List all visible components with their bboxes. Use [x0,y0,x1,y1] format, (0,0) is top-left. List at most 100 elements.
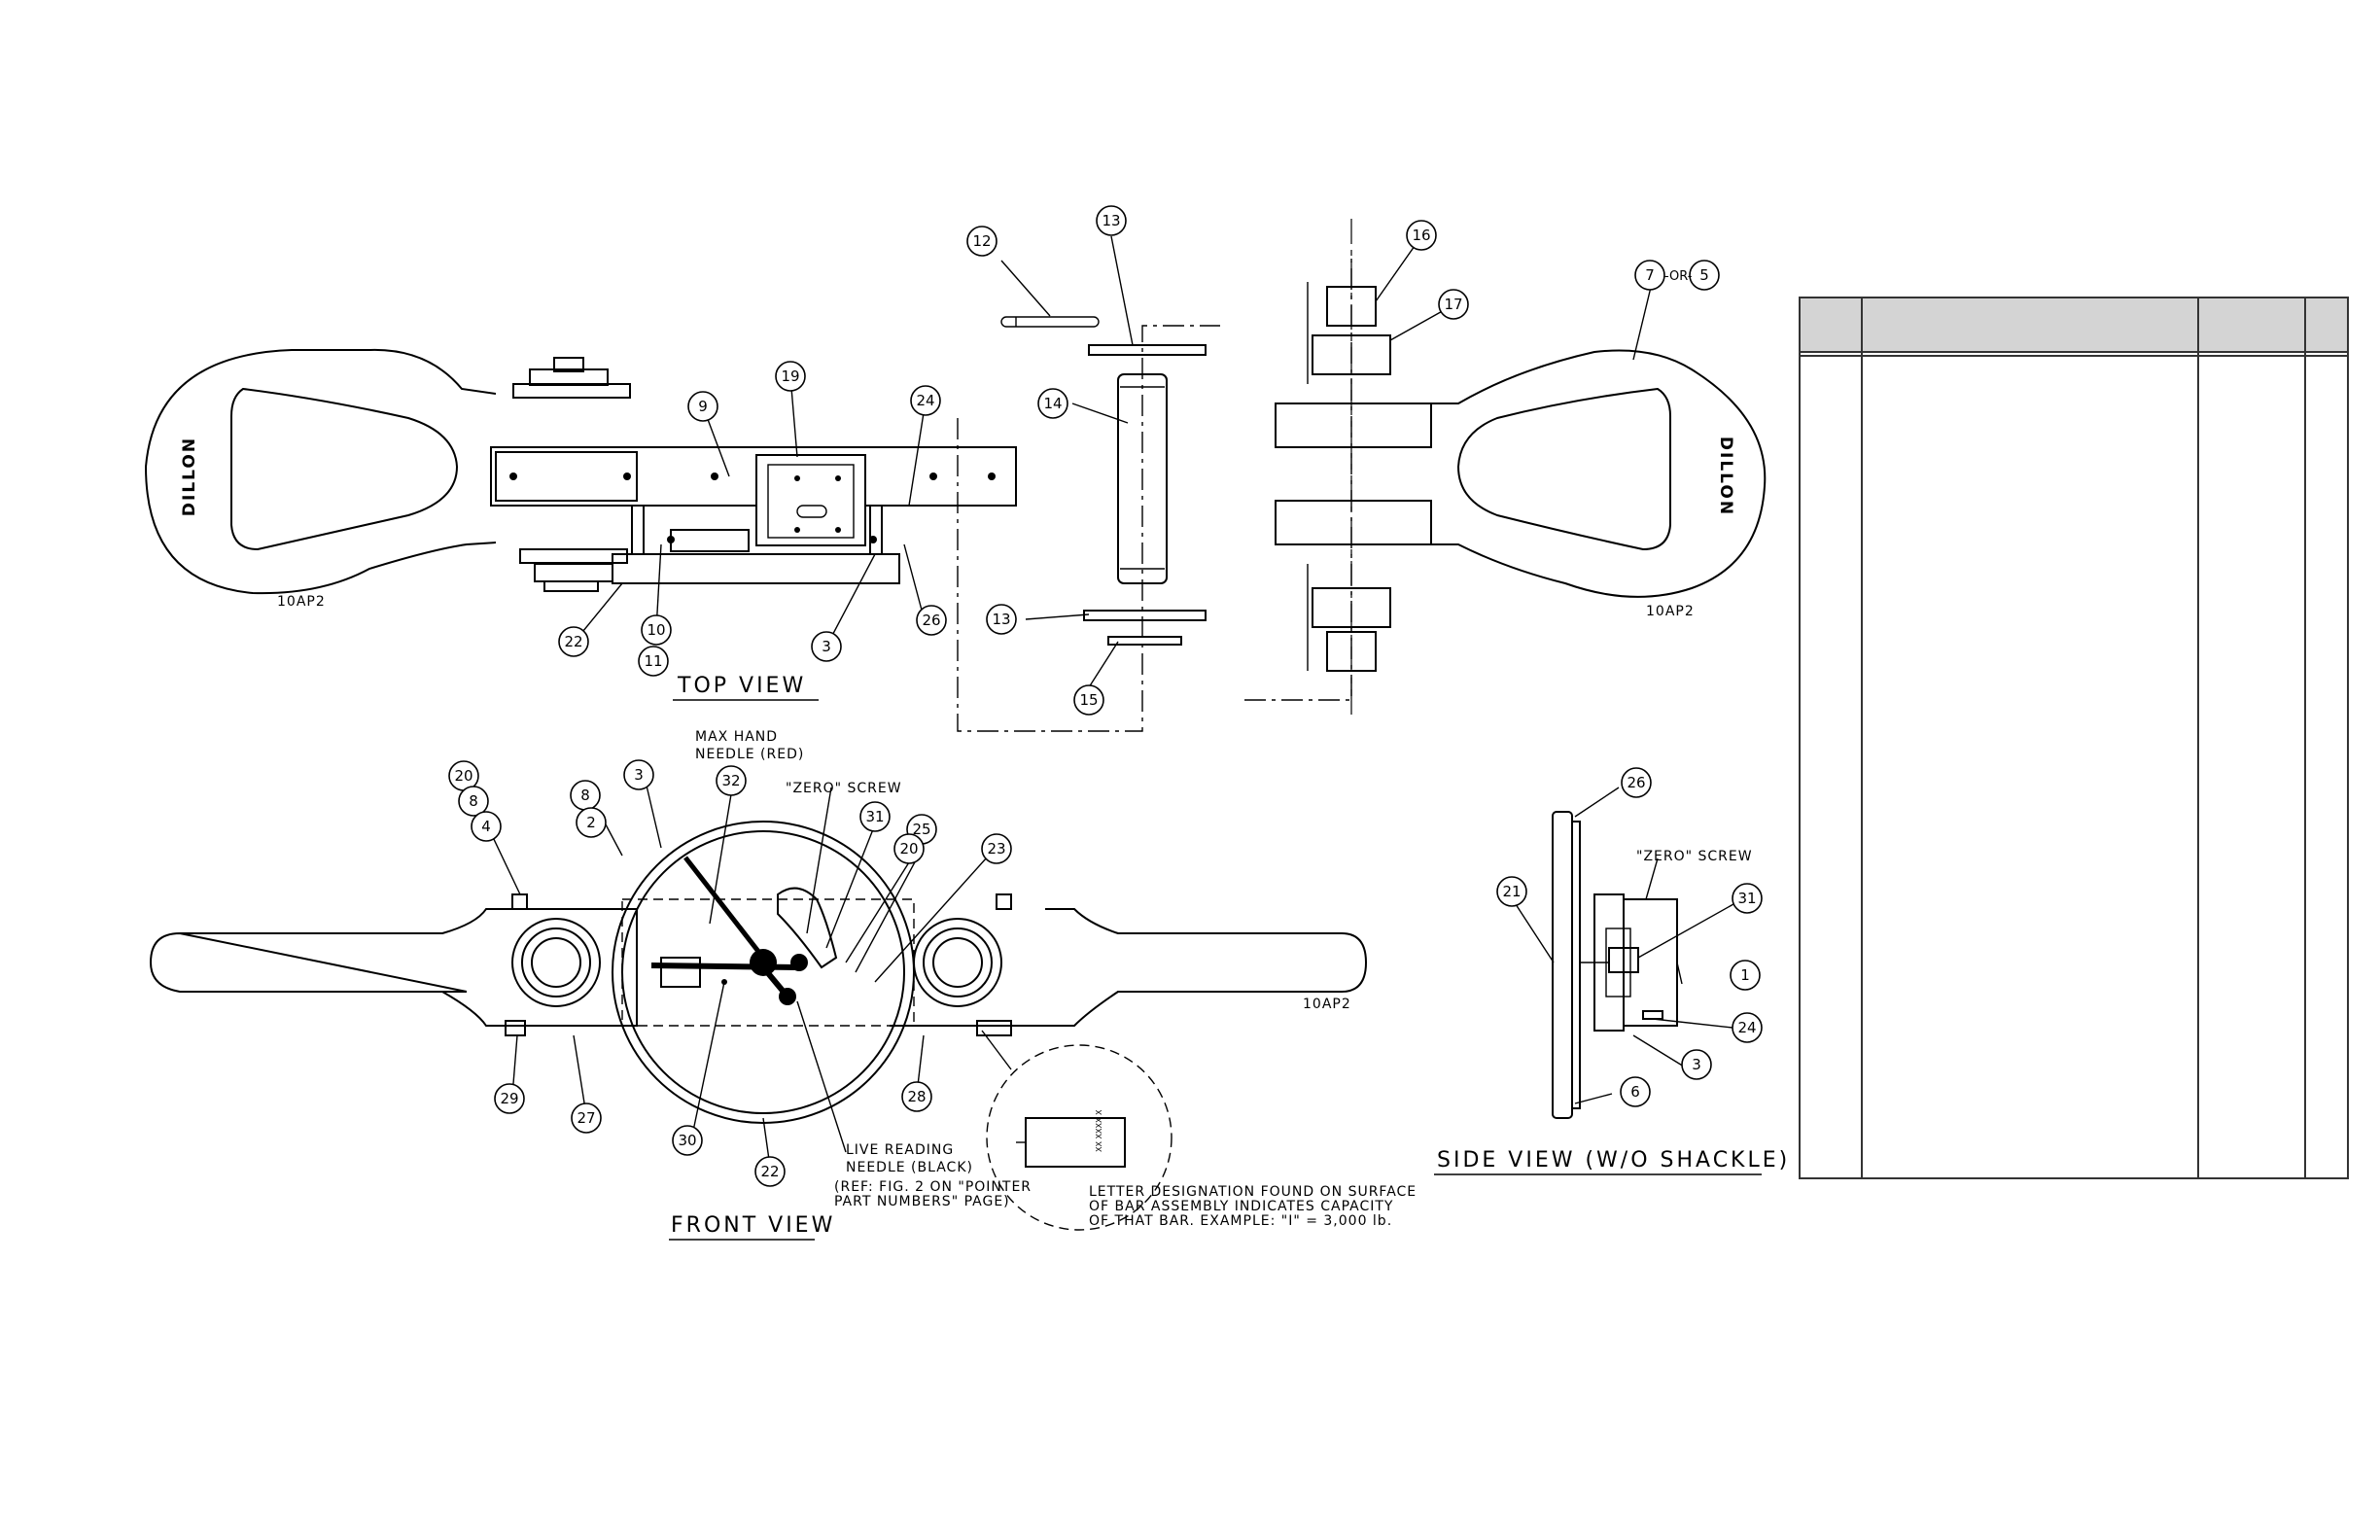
callout-top-7: 7 [1634,260,1665,291]
note-letter-3: OF THAT BAR. EXAMPLE: "I" = 3,000 lb. [1089,1213,1392,1229]
part-mark-top-right: 10AP2 [1646,604,1695,619]
callout-front-4: 4 [471,811,502,842]
callout-top-9: 9 [687,391,718,422]
svg-text:30: 30 [678,1132,696,1149]
callout-front-22: 22 [754,1156,786,1187]
svg-text:13: 13 [992,611,1010,628]
callout-top-19: 19 [775,361,806,392]
note-ref-1: (REF: FIG. 2 ON "POINTER [834,1179,1032,1195]
callout-top-16: 16 [1406,220,1437,251]
svg-text:19: 19 [781,368,799,385]
svg-text:14: 14 [1043,395,1062,412]
callout-front-27: 27 [571,1102,602,1134]
front-view-title: FRONT VIEW [671,1213,835,1238]
svg-text:26: 26 [922,612,940,629]
callout-front-30: 30 [672,1125,703,1156]
callout-top-22: 22 [558,626,589,657]
part-mark-top-left: 10AP2 [277,594,326,610]
svg-text:9: 9 [698,398,708,415]
callout-side-26: 26 [1621,767,1652,798]
svg-text:27: 27 [577,1109,595,1127]
note-live-1: LIVE READING [846,1142,954,1158]
callout-front-20: 20 [893,833,925,864]
table-column-divider [2304,298,2306,1177]
svg-text:21: 21 [1502,883,1521,900]
svg-text:20: 20 [454,767,472,785]
callout-front-28: 28 [901,1081,932,1112]
callout-front-23: 23 [981,833,1012,864]
bar-code: XX XXXX X [1095,1109,1103,1152]
svg-text:31: 31 [1737,890,1756,907]
callout-side-21: 21 [1496,876,1527,907]
top-view-title: TOP VIEW [677,674,806,698]
note-letter-1: LETTER DESIGNATION FOUND ON SURFACE [1089,1184,1417,1200]
svg-text:29: 29 [500,1090,518,1107]
svg-text:8: 8 [469,792,478,810]
svg-text:28: 28 [907,1088,926,1105]
or-label: -OR- [1664,269,1693,284]
svg-text:11: 11 [644,652,662,670]
side-view-title: SIDE VIEW (W/O SHACKLE) [1437,1148,1790,1172]
callout-front-2: 2 [576,807,607,838]
note-ref-2: PART NUMBERS" PAGE) [834,1194,1010,1209]
svg-text:3: 3 [1692,1056,1701,1073]
callout-side-24: 24 [1732,1012,1763,1043]
svg-text:17: 17 [1444,296,1462,313]
svg-text:6: 6 [1630,1083,1640,1101]
callout-top-17: 17 [1438,289,1469,320]
callout-side-3: 3 [1681,1049,1712,1080]
svg-text:12: 12 [972,232,991,250]
parts-table [1799,297,2349,1179]
top-view: DILLON 10AP2 [144,219,1767,732]
callout-front-32: 32 [716,765,747,796]
note-letter-2: OF BAR ASSEMBLY INDICATES CAPACITY [1089,1199,1393,1214]
callout-top-14: 14 [1037,388,1068,419]
callout-top-26: 26 [916,605,947,636]
svg-text:16: 16 [1412,227,1430,244]
svg-text:25: 25 [912,821,930,838]
brand-left: DILLON [180,437,199,516]
callout-top-12: 12 [966,226,998,257]
svg-text:2: 2 [586,814,596,831]
svg-text:23: 23 [987,840,1005,858]
svg-text:13: 13 [1102,212,1120,229]
callout-top-3: 3 [811,631,842,662]
callout-front-31: 31 [859,801,891,832]
svg-text:1: 1 [1740,966,1750,984]
part-mark-front: 10AP2 [1303,997,1351,1012]
note-max-hand-2: NEEDLE (RED) [695,747,804,762]
note-max-hand-1: MAX HAND [695,729,778,745]
svg-text:5: 5 [1699,266,1709,284]
side-view: "ZERO" SCREW SIDE VIEW (W/O SHACKLE) [1434,787,1790,1175]
callout-front-8: 8 [458,786,489,817]
callout-top-15: 15 [1073,684,1104,716]
callout-top-5: 5 [1689,260,1720,291]
svg-text:31: 31 [865,808,884,825]
svg-text:8: 8 [580,787,590,804]
svg-text:22: 22 [564,633,582,650]
callout-front-8: 8 [570,780,601,811]
parts-table-header [1801,298,2347,353]
callout-side-31: 31 [1732,883,1763,914]
svg-text:20: 20 [899,840,918,858]
table-header-rule [1801,355,2347,357]
callout-side-1: 1 [1730,960,1761,991]
note-zero-screw-front: "ZERO" SCREW [786,781,902,796]
svg-text:32: 32 [721,772,740,789]
callout-top-13: 13 [986,604,1017,635]
callout-front-29: 29 [494,1083,525,1114]
svg-text:24: 24 [1737,1019,1756,1036]
svg-text:15: 15 [1079,691,1098,709]
callout-top-24: 24 [910,385,941,416]
note-live-2: NEEDLE (BLACK) [846,1160,973,1175]
front-view: XX XXXX X 10AP2 MAX HAND NEEDLE (RED) "Z… [149,729,1417,1241]
callout-top-11: 11 [638,646,669,677]
svg-text:3: 3 [822,638,831,655]
brand-right: DILLON [1716,437,1735,516]
callout-top-13: 13 [1096,205,1127,236]
svg-text:24: 24 [916,392,934,409]
callout-top-10: 10 [641,614,672,646]
svg-text:3: 3 [634,766,644,784]
